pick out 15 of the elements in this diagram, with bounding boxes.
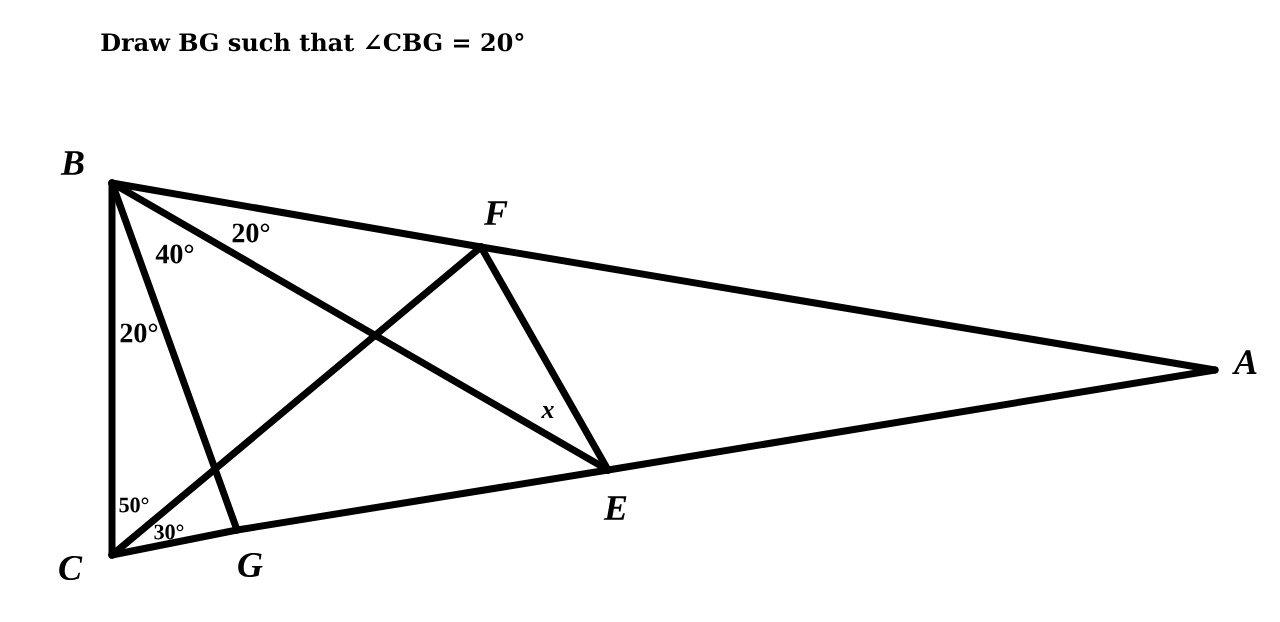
angle-label: 50° [119,497,149,513]
angle-label: 30° [154,524,184,540]
point-label: G [238,552,263,578]
point-label: F [483,201,508,225]
line-segment [477,243,612,474]
angle-label: 20° [232,223,270,243]
point-label: B [60,151,84,175]
line-segment [477,243,1219,374]
angle-label: 40° [155,244,194,264]
point-label: A [1232,350,1257,374]
point-label: C [59,555,83,581]
point-label: E [603,496,627,520]
title: Draw BG such that ∠CBG = 20° [101,32,524,52]
angle-label: x [541,406,554,418]
angle-label: 20° [120,323,158,343]
